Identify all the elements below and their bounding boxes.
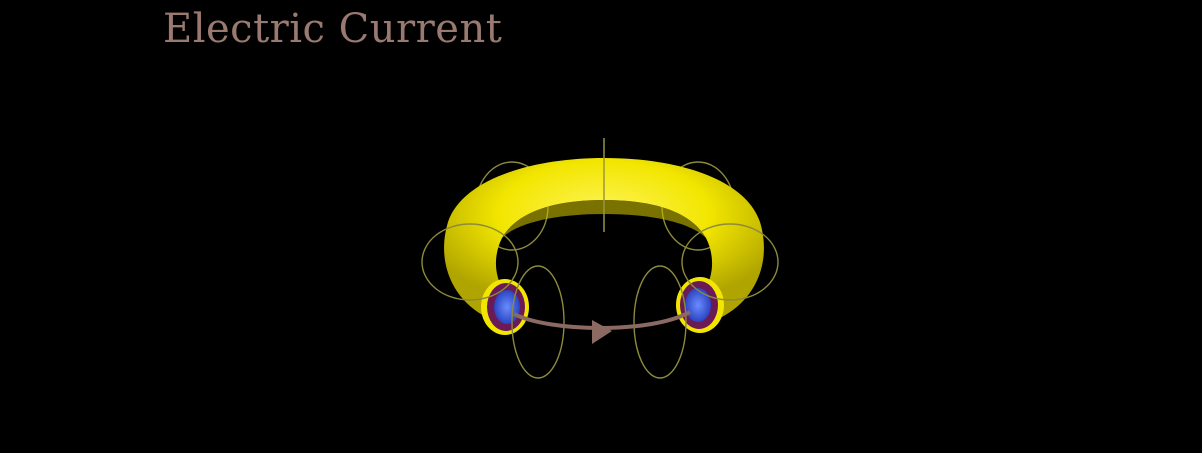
field-loop-left-outer xyxy=(421,223,519,301)
cross-section-right xyxy=(676,277,724,333)
arrow-right-icon xyxy=(592,320,612,344)
field-loop-right-bottom xyxy=(633,265,687,379)
field-loop-left-bottom xyxy=(511,265,565,379)
field-loop-right-outer xyxy=(681,223,779,301)
current-direction-arrow xyxy=(513,310,691,344)
page-title: Electric Current xyxy=(163,6,503,52)
field-lines-front xyxy=(421,223,779,379)
torus xyxy=(444,158,764,318)
